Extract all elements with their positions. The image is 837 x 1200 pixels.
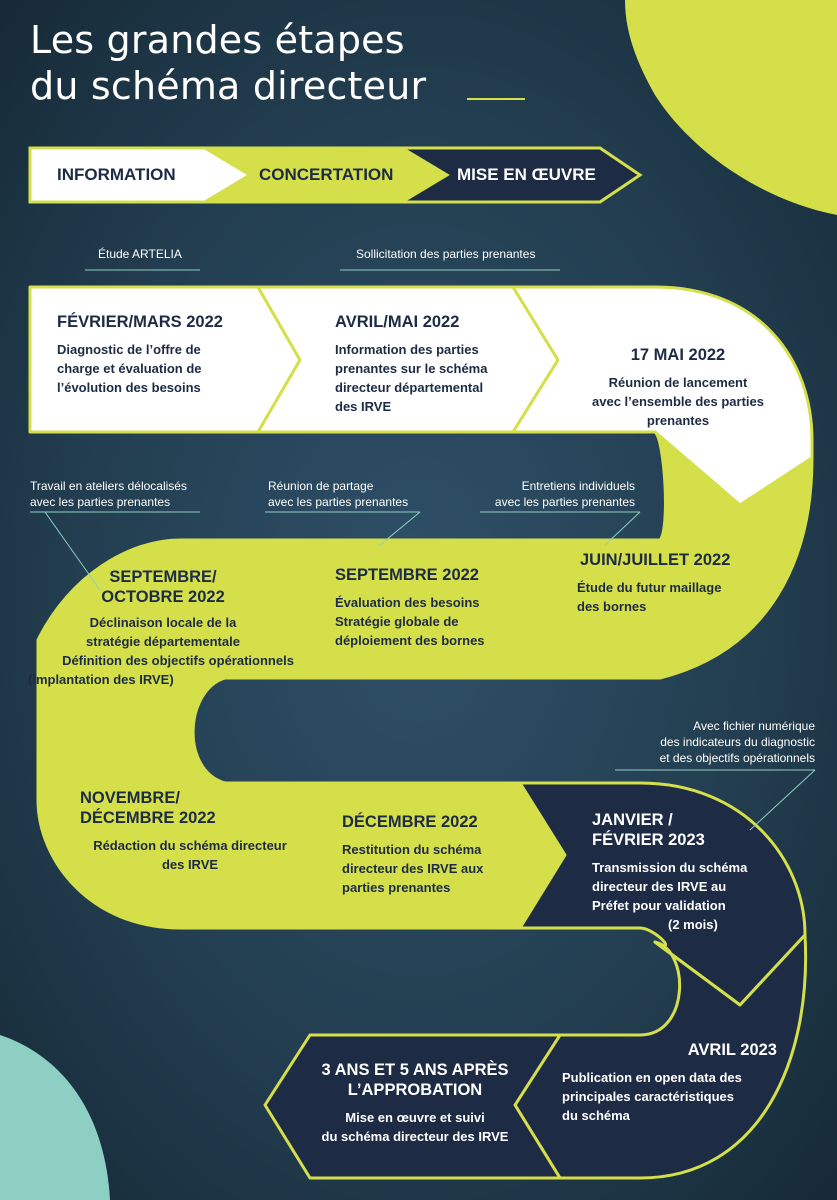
step-date: SEPTEMBRE 2022: [335, 566, 479, 584]
note-sollicitation: Sollicitation des parties prenantes: [356, 247, 536, 261]
step-date: 17 MAI 2022: [630, 346, 726, 364]
step-juin-juillet-2022: JUIN/JUILLET 2022 Étude du futur maillag…: [577, 550, 805, 616]
step-date: AVRIL 2023: [687, 1041, 777, 1059]
step-date: NOVEMBRE/DÉCEMBRE 2022: [80, 789, 216, 827]
note-fichier: Avec fichier numérique des indicateurs d…: [600, 718, 815, 766]
step-date: DÉCEMBRE 2022: [342, 813, 478, 831]
step-date: SEPTEMBRE/OCTOBRE 2022: [101, 568, 225, 606]
step-janvier-fevrier-2023: JANVIER /FÉVRIER 2023 Transmission du sc…: [592, 810, 792, 934]
note-entretiens: Entretiens individuels avec les parties …: [470, 478, 635, 510]
step-date: JANVIER /FÉVRIER 2023: [592, 811, 705, 849]
step-date: AVRIL/MAI 2022: [335, 313, 460, 331]
note-line: avec les parties prenantes: [30, 495, 171, 509]
page-title-line1: Les grandes étapes: [30, 18, 405, 62]
note-line: des indicateurs du diagnostic: [660, 735, 815, 749]
lime-corner-shape: [625, 0, 837, 215]
note-line: Avec fichier numérique: [693, 719, 815, 733]
note-line: Réunion de partage: [268, 479, 374, 493]
note-line: avec les parties prenantes: [268, 495, 409, 509]
timeline-path: [28, 285, 814, 1180]
note-line: Travail en ateliers délocalisés: [30, 479, 187, 493]
step-septembre-octobre-2022: SEPTEMBRE/OCTOBRE 2022 Déclinaison local…: [28, 567, 294, 689]
teal-corner-shape: [0, 1035, 110, 1200]
phase-mise-en-oeuvre: MISE EN ŒUVRE: [457, 165, 596, 184]
step-novembre-decembre-2022: NOVEMBRE/DÉCEMBRE 2022 Rédaction du sché…: [80, 788, 300, 874]
phase-concertation: CONCERTATION: [259, 165, 394, 184]
leader-lines: [30, 269, 816, 831]
note-ateliers: Travail en ateliers délocalisés avec les…: [30, 478, 187, 510]
note-etude-artelia: Étude ARTELIA: [98, 247, 182, 261]
step-date: FÉVRIER/MARS 2022: [57, 313, 223, 331]
note-line: avec les parties prenantes: [494, 495, 635, 509]
note-line: et des objectifs opérationnels: [659, 751, 815, 765]
note-line: Entretiens individuels: [521, 479, 635, 493]
page-title-line2: du schéma directeur: [30, 64, 427, 108]
note-partage: Réunion de partage avec les parties pren…: [268, 478, 408, 510]
phase-banner: [28, 146, 643, 204]
phase-information: INFORMATION: [57, 165, 176, 184]
step-date: JUIN/JUILLET 2022: [580, 551, 731, 569]
step-fevrier-mars-2022: FÉVRIER/MARS 2022 Diagnostic de l’offre …: [57, 312, 272, 397]
